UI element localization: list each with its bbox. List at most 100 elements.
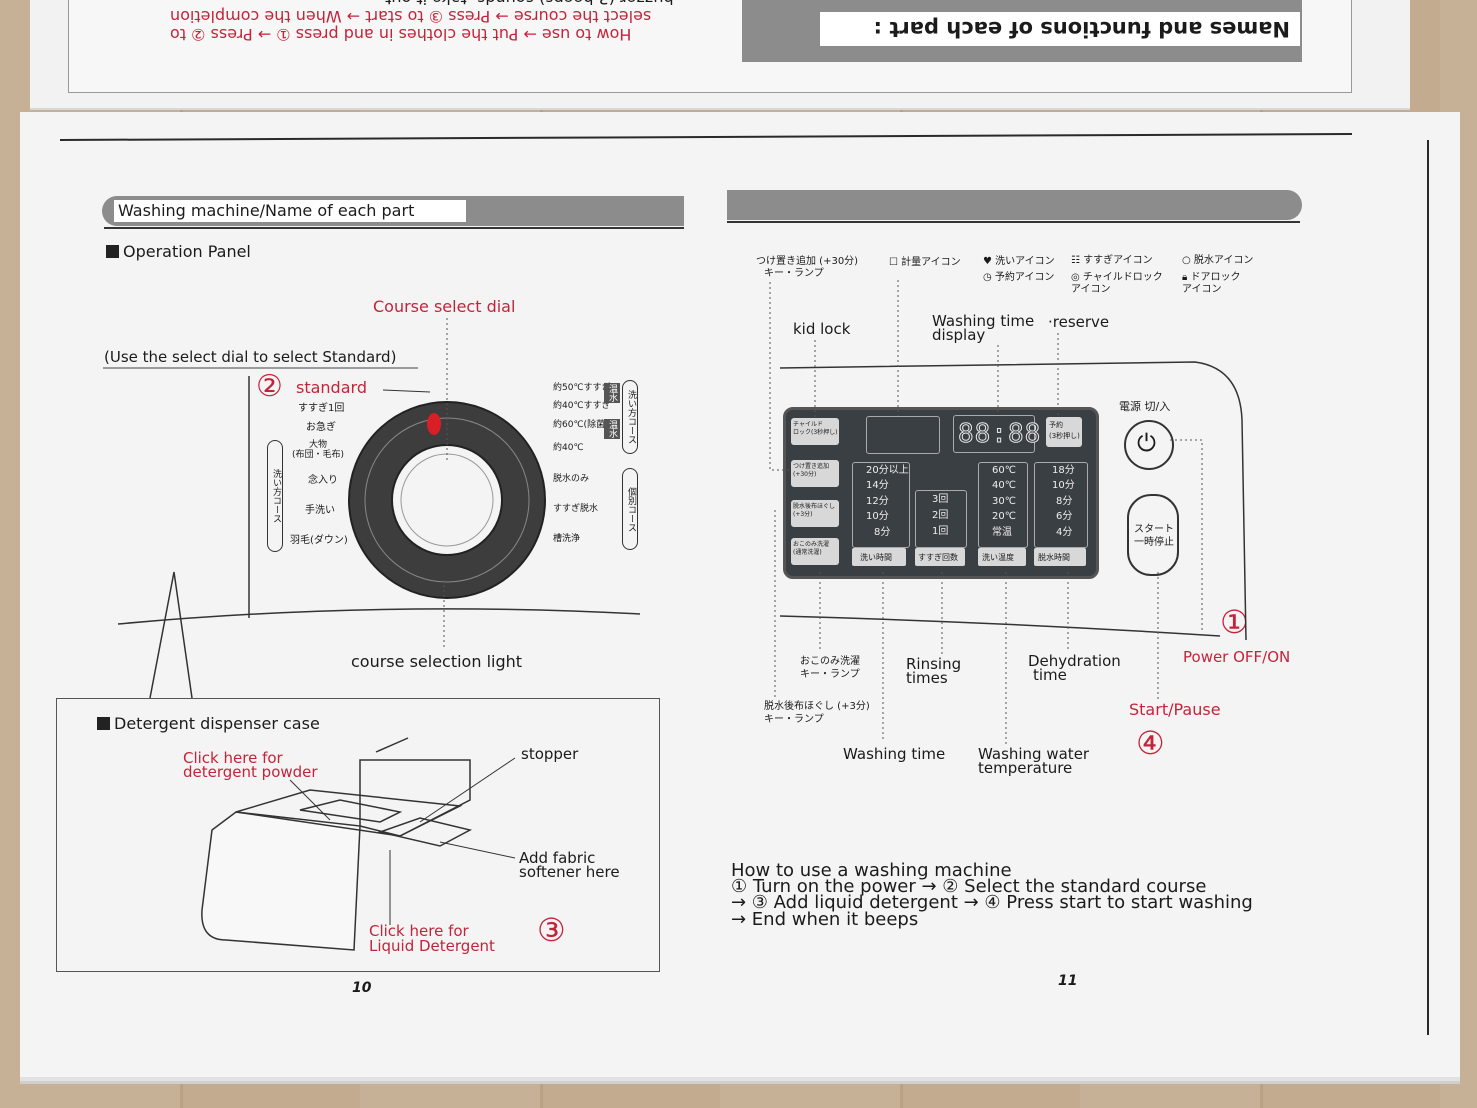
course-select-dial-label: Course select dial (373, 297, 516, 316)
childlock-icon: ◎ (1071, 272, 1083, 283)
dial-right-course-side-bottom: 個別コース (622, 468, 638, 550)
rinsing-times-line-2: times (906, 669, 948, 687)
wash-time-option: 8分 (874, 527, 891, 538)
key-soak[interactable]: つけ置き追加 (+30分) (791, 460, 839, 487)
jp-okonomi-1: おこのみ洗濯 (800, 656, 860, 667)
right-page-number: 11 (1058, 973, 1078, 989)
click-liquid-line-2: Liquid Detergent (369, 937, 495, 955)
key-reserve[interactable]: 予約 (3秒押し) (1046, 417, 1082, 447)
jp-okonomi-2: キー・ランプ (800, 669, 860, 680)
square-bullet-icon (97, 717, 110, 730)
key-rinse-count-label: すすぎ回数 (918, 553, 958, 562)
howto-step-1: ① Turn on the power → ② Select the stand… (731, 876, 1207, 897)
start-pause-button[interactable]: スタート 一時停止 (1127, 494, 1179, 576)
detergent-dispenser-box (56, 698, 660, 972)
page-frame (55, 140, 1429, 1035)
jp-childlock-icon-label: ◎ チャイルドロック アイコン (1071, 272, 1163, 296)
jp-spin-icon-label: ○ 脱水アイコン (1182, 255, 1253, 267)
dial-label-tub-clean: 槽洗浄 (553, 534, 581, 544)
dial-right-course-side-top: 洗い方コース (622, 380, 638, 454)
wash-time-option: 10分 (866, 511, 889, 522)
wash-time-option: 14分 (866, 480, 889, 491)
power-button[interactable]: ⏻ (1124, 420, 1174, 470)
click-powder-line-1: Click here for (183, 749, 283, 767)
temperature-option: 40℃ (992, 480, 1016, 491)
dial-right-course-side-top-text: 洗い方コース (626, 390, 636, 444)
reserve-label: ·reserve (1048, 313, 1110, 331)
temperature-option: 常温 (992, 527, 1012, 538)
dial-label-50c-rinse: 約50℃すすぎ (553, 383, 611, 393)
square-bullet-icon (106, 245, 119, 258)
jp-spin-icon-text: 脱水アイコン (1193, 255, 1254, 266)
rinse-option: 1回 (932, 526, 949, 537)
operation-panel-title: Operation Panel (123, 242, 251, 261)
howto-title: How to use a washing machine (731, 860, 1012, 881)
spin-time-option: 6分 (1056, 511, 1073, 522)
icon-strip (866, 416, 940, 454)
jp-reserve-icon-text: 予約アイコン (994, 272, 1055, 283)
spin-icon: ○ (1182, 255, 1194, 266)
click-powder-line-2: detergent powder (183, 763, 318, 781)
step1-marker: ① (1220, 603, 1249, 641)
time-digits: 88:88 (957, 419, 1042, 449)
rinse-icon: ☷ (1071, 255, 1084, 266)
howto-step-3: → End when it beeps (731, 909, 919, 930)
click-liquid-line-1: Click here for (369, 922, 469, 940)
detergent-heading: Detergent dispenser case (97, 716, 320, 732)
dial-label-bulky-text: 大物 (布団・毛布) (292, 440, 345, 460)
dial-label-40c: 約40℃ (553, 443, 584, 453)
step3-marker: ③ (537, 911, 566, 949)
temperature-option: 30℃ (992, 496, 1016, 507)
left-header-label-box: Washing machine/Name of each part (114, 200, 466, 222)
spin-time-option: 10分 (1052, 480, 1075, 491)
wash-time-option: 12分 (866, 496, 889, 507)
right-header-bar (727, 190, 1302, 220)
key-loosen[interactable]: 脱水後布ほぐし (+3分) (791, 500, 839, 527)
spin-time-option: 8分 (1056, 496, 1073, 507)
dial-label-rinse-spin: すすぎ脱水 (553, 504, 599, 514)
washing-time-label: Washing time (843, 745, 946, 763)
key-spin-time[interactable]: 脱水時間 (1034, 548, 1086, 566)
jp-measure-icon-label: ☐ 計量アイコン (889, 257, 961, 269)
howto-step-2: → ③ Add liquid detergent → ④ Press start… (731, 892, 1253, 913)
power-off-on-label: Power OFF/ON (1183, 648, 1291, 666)
measure-icon: ☐ (889, 257, 902, 268)
select-instruction: (Use the select dial to select Standard) (104, 348, 397, 366)
start-pause-button-label: スタート 一時停止 (1134, 524, 1174, 548)
left-page-number: 10 (352, 980, 372, 996)
jp-measure-icon-text: 計量アイコン (901, 257, 961, 268)
water-temperature-line-2: temperature (978, 759, 1073, 777)
top-how-line-2-text: select the course → Press ③ to start → W… (170, 7, 652, 26)
top-how-line-2: select the course → Press ③ to start → W… (170, 7, 651, 26)
dial-label-spin-only: 脱水のみ (553, 474, 590, 484)
upside-down-sheet: Names and functions of each part : How t… (30, 0, 1410, 110)
key-wash-time[interactable]: 洗い時間 (852, 548, 906, 566)
fabric-softener-line-1: Add fabric (519, 849, 596, 867)
top-sheet-title: Names and functions of each part : (820, 12, 1300, 46)
power-jp-label: 電源 切/入 (1119, 400, 1171, 413)
step4-marker: ④ (1136, 724, 1165, 762)
spin-time-option: 18分 (1052, 465, 1075, 476)
left-header-title: Washing machine/Name of each part (118, 201, 415, 220)
power-icon: ⏻ (1137, 429, 1156, 457)
lock-icon: 🔒︎ (1182, 272, 1191, 283)
key-okonomi[interactable]: おこのみ洗濯 (通常洗濯) (791, 538, 839, 565)
key-rinse-count[interactable]: すすぎ回数 (915, 548, 965, 566)
jp-loosen-2: キー・ランプ (764, 714, 824, 725)
reserve-label-text: reserve (1052, 313, 1110, 331)
key-wash-time-label: 洗い時間 (860, 553, 892, 562)
jp-doorlock-icon-text: ドアロック アイコン (1182, 272, 1241, 295)
course-selection-light-label: course selection light (351, 652, 523, 671)
clock-icon: ◷ (983, 272, 995, 283)
jp-rinse-icon-text: すすぎアイコン (1083, 255, 1153, 266)
key-wash-temp[interactable]: 洗い温度 (978, 548, 1026, 566)
key-loosen-label: 脱水後布ほぐし (+3分) (793, 503, 836, 518)
key-soak-label: つけ置き追加 (+30分) (793, 463, 830, 478)
key-childlock[interactable]: チャイルド ロック(3秒押し) (791, 418, 839, 445)
rinse-option: 3回 (932, 494, 949, 505)
dehydration-time-line-2: time (1033, 666, 1067, 684)
stopper-label: stopper (521, 745, 579, 763)
dial-left-course-side-text: 洗い方コース (271, 469, 281, 523)
wash-icon: ♥ (983, 256, 996, 267)
jp-rinse-icon-label: ☷ すすぎアイコン (1071, 255, 1153, 267)
